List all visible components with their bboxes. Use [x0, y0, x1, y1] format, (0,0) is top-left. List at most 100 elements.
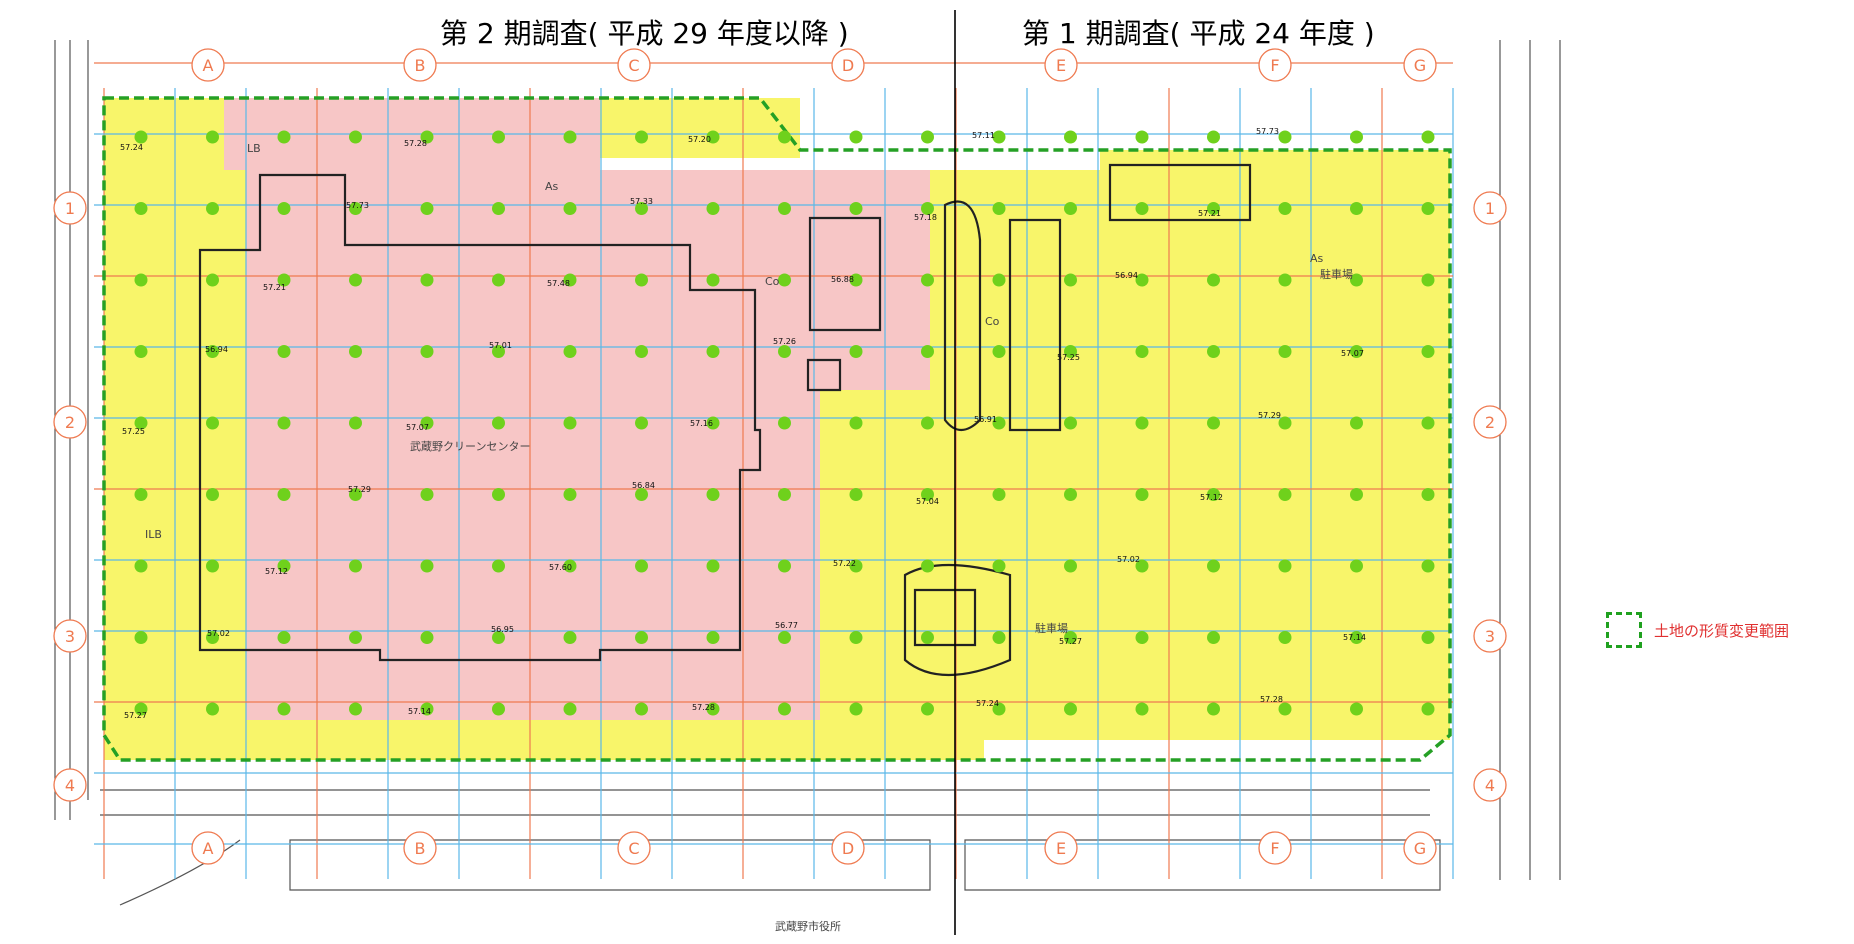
grid-marker-circle — [1403, 831, 1437, 865]
elevation-label: 56.94 — [205, 345, 228, 354]
elevation-label: 57.04 — [916, 497, 939, 506]
surrounding-streets — [54, 40, 1561, 906]
sample-point — [349, 202, 362, 215]
elevation-label: 57.18 — [914, 213, 937, 222]
grid-marker-label: 1 — [65, 199, 75, 218]
sample-point — [849, 345, 863, 358]
sample-point — [1135, 345, 1149, 358]
sample-point — [277, 702, 291, 716]
elevation-label: 57.07 — [406, 423, 429, 432]
grid-marker-label: D — [842, 56, 854, 75]
sample-point — [1421, 130, 1435, 144]
grid-marker-circle — [1258, 831, 1292, 865]
grid-marker-circle — [1258, 48, 1292, 82]
sample-point — [992, 631, 1006, 644]
sample-point — [1278, 130, 1292, 144]
grid-marker-circle — [617, 48, 651, 82]
grid-marker-circle — [191, 831, 225, 865]
sample-point — [1064, 631, 1077, 644]
sample-point — [420, 130, 434, 144]
sample-point — [635, 488, 648, 501]
sample-point — [849, 273, 863, 287]
legend: 土地の形質変更範囲 — [1606, 612, 1789, 648]
sample-point — [1207, 345, 1220, 358]
elevation-label: 57.21 — [263, 283, 286, 292]
sample-point — [1207, 559, 1220, 573]
sample-point — [849, 488, 863, 501]
sample-point — [778, 202, 791, 215]
sample-point — [635, 345, 648, 358]
grid-marker-label: C — [628, 839, 639, 858]
sample-point — [563, 488, 577, 501]
grid-marker-circle — [53, 405, 87, 439]
sample-point — [1278, 702, 1292, 716]
sample-point — [349, 559, 362, 573]
sample-point — [706, 130, 720, 144]
elevation-label: 57.12 — [1200, 493, 1223, 502]
sample-point — [134, 416, 148, 430]
sample-point — [206, 631, 219, 644]
sample-point — [1135, 202, 1149, 215]
sample-point — [206, 130, 219, 144]
sample-point — [563, 559, 577, 573]
sample-point — [492, 559, 505, 573]
grid-marker-label: E — [1056, 839, 1066, 858]
elevation-label: 57.24 — [976, 699, 999, 708]
sample-point — [849, 631, 863, 644]
sample-point — [1135, 416, 1149, 430]
sample-point — [849, 416, 863, 430]
sample-point — [635, 631, 648, 644]
sample-point — [1064, 202, 1077, 215]
sample-point — [1350, 130, 1363, 144]
sample-point — [1421, 345, 1435, 358]
grid-marker-label: G — [1414, 839, 1426, 858]
sample-point — [921, 273, 934, 287]
sample-point — [206, 345, 219, 358]
sample-point — [1207, 631, 1220, 644]
sample-point — [563, 202, 577, 215]
sample-point — [921, 488, 934, 501]
sample-point — [1207, 416, 1220, 430]
sample-point — [277, 273, 291, 287]
elevation-label: 57.48 — [547, 279, 570, 288]
grid-marker-circle — [403, 831, 437, 865]
sample-point — [706, 416, 720, 430]
grid-marker-label: B — [415, 839, 426, 858]
sample-point — [706, 273, 720, 287]
sample-point — [134, 130, 148, 144]
sample-point — [992, 416, 1006, 430]
elevation-label: 57.73 — [346, 201, 369, 210]
sample-point — [206, 559, 219, 573]
sample-point — [420, 202, 434, 215]
sample-point — [349, 130, 362, 144]
sample-point — [277, 130, 291, 144]
grid-marker-label: 2 — [65, 413, 75, 432]
legend-label: 土地の形質変更範囲 — [1654, 621, 1790, 640]
as-label-2: As — [1310, 252, 1324, 265]
sample-point — [921, 559, 934, 573]
sample-point — [492, 702, 505, 716]
legend-swatch — [1606, 612, 1642, 648]
sample-point — [1278, 559, 1292, 573]
sample-point — [1421, 202, 1435, 215]
sample-point — [706, 559, 720, 573]
elevation-label: 57.28 — [692, 703, 715, 712]
sample-point — [1064, 488, 1077, 501]
sample-point — [134, 488, 148, 501]
sample-point — [921, 416, 934, 430]
sample-point — [349, 631, 362, 644]
grid-marker-label: F — [1270, 56, 1279, 75]
sample-point — [420, 345, 434, 358]
grid-marker-circle — [191, 48, 225, 82]
sample-point — [1064, 130, 1077, 144]
sample-point — [420, 631, 434, 644]
sample-point — [1421, 702, 1435, 716]
sample-point — [277, 559, 291, 573]
grid-marker-circle — [1473, 619, 1507, 653]
grid-marker-label: 2 — [1485, 413, 1495, 432]
sample-point — [921, 202, 934, 215]
sample-point — [778, 559, 791, 573]
sample-point — [1350, 273, 1363, 287]
grid-marker-circle — [831, 48, 865, 82]
site-boundary — [102, 96, 1452, 762]
